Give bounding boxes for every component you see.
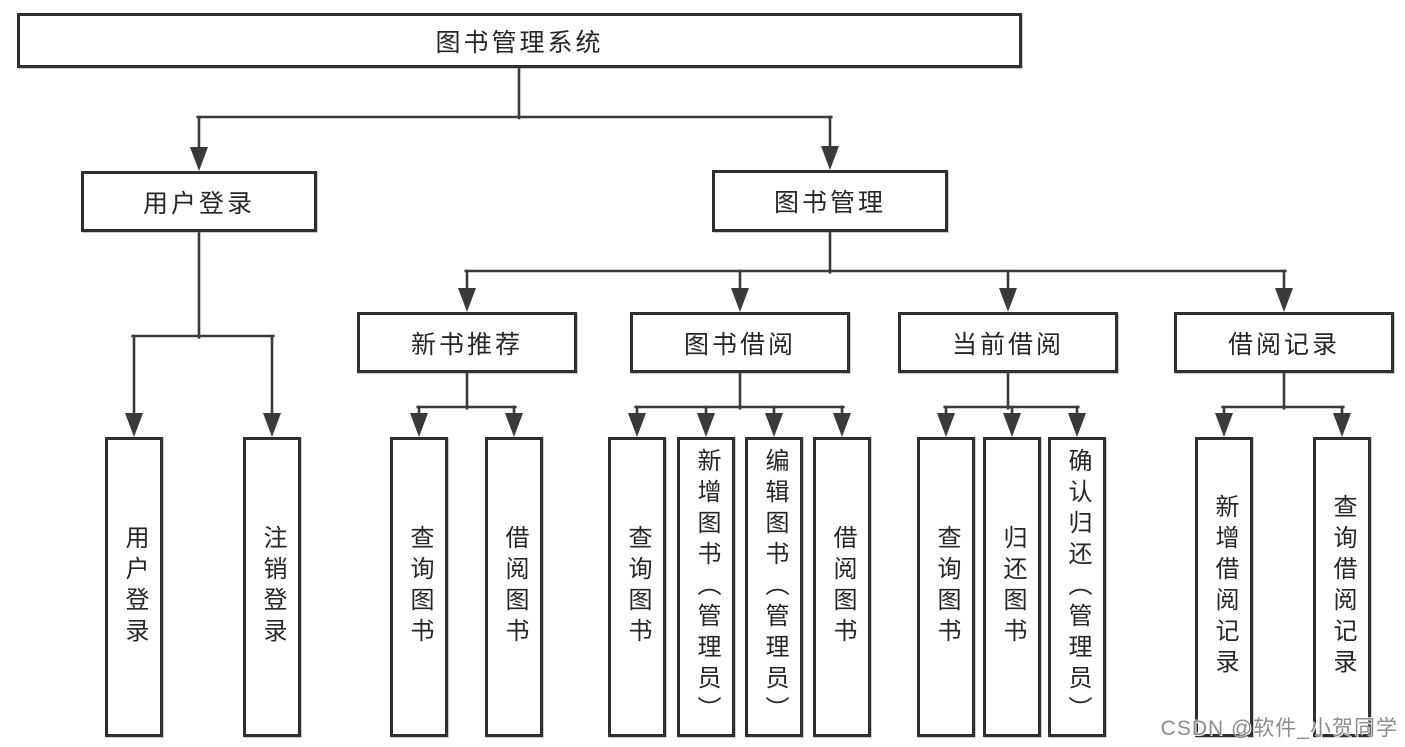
- node-current-borrowing: 当前借阅: [898, 312, 1118, 373]
- node-label: 用户登录: [142, 189, 255, 218]
- leaf-label: 归还图书: [999, 525, 1026, 649]
- leaf-label: 查询借阅记录: [1329, 494, 1356, 680]
- node-library-management-system: 图书管理系统: [17, 13, 1022, 68]
- leaf-borrowing-query-books: 查询图书: [608, 437, 666, 737]
- leaf-records-query-borrow-record: 查询借阅记录: [1313, 437, 1371, 737]
- node-label: 新书推荐: [410, 330, 523, 359]
- node-user-login: 用户登录: [81, 171, 317, 232]
- leaf-borrowing-add-books-admin: 新增图书（管理员）: [677, 437, 735, 737]
- leaf-label: 新增借阅记录: [1211, 494, 1238, 680]
- node-label: 当前借阅: [951, 330, 1064, 359]
- leaf-label: 新增图书（管理员）: [693, 447, 720, 727]
- node-label: 图书管理系统: [435, 28, 604, 57]
- leaf-current-query-books: 查询图书: [917, 437, 975, 737]
- leaf-current-return-books: 归还图书: [983, 437, 1041, 737]
- leaf-label: 确认归还（管理员）: [1064, 447, 1091, 727]
- leaf-borrowing-edit-books-admin: 编辑图书（管理员）: [745, 437, 803, 737]
- node-label: 借阅记录: [1227, 330, 1340, 359]
- leaf-newbooks-borrow-books: 借阅图书: [485, 437, 543, 737]
- leaf-label: 编辑图书（管理员）: [761, 447, 788, 727]
- node-book-management: 图书管理: [712, 170, 948, 232]
- leaf-borrowing-borrow-books: 借阅图书: [813, 437, 871, 737]
- csdn-watermark: CSDN @软件_小贺同学: [1160, 717, 1398, 740]
- leaf-label: 查询图书: [406, 525, 433, 649]
- leaf-logout: 注销登录: [243, 437, 301, 737]
- leaf-label: 注销登录: [259, 525, 286, 649]
- node-label: 图书借阅: [683, 330, 796, 359]
- node-label: 图书管理: [773, 189, 886, 217]
- leaf-label: 借阅图书: [501, 525, 528, 649]
- leaf-newbooks-query-books: 查询图书: [390, 437, 448, 737]
- node-new-book-recommendation: 新书推荐: [357, 312, 577, 373]
- node-borrowing-records: 借阅记录: [1174, 312, 1394, 373]
- leaf-label: 查询图书: [933, 525, 960, 649]
- leaf-records-add-borrow-record: 新增借阅记录: [1195, 437, 1253, 737]
- leaf-label: 用户登录: [121, 525, 148, 649]
- leaf-label: 借阅图书: [829, 525, 856, 649]
- leaf-current-confirm-return-admin: 确认归还（管理员）: [1048, 437, 1106, 737]
- leaf-user-login: 用户登录: [105, 437, 163, 737]
- leaf-label: 查询图书: [624, 525, 651, 649]
- node-book-borrowing: 图书借阅: [630, 312, 850, 373]
